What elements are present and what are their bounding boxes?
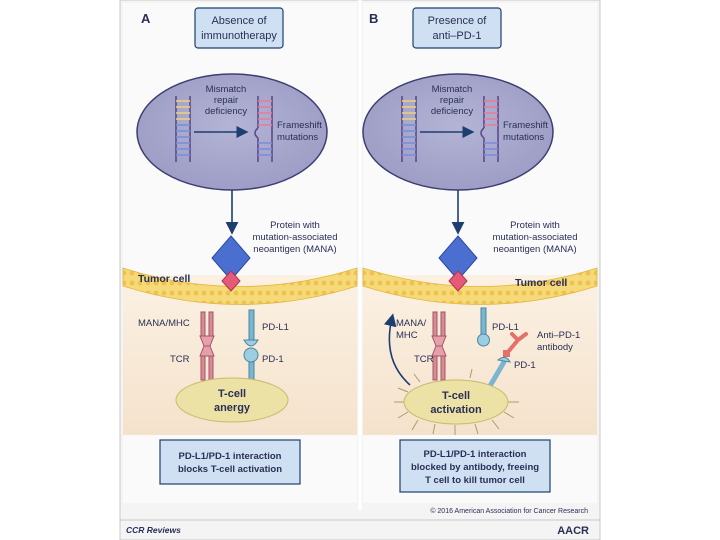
publisher-logo: AACR	[557, 525, 589, 537]
panel-b-protein-line2: mutation-associated	[492, 232, 577, 243]
panel-b-protein-line1: Protein with	[510, 220, 560, 231]
panel-a-frameshift-line1: Frameshift	[277, 120, 322, 131]
panel-a-pd-complex	[243, 309, 259, 381]
panel-a-title-box	[194, 7, 284, 49]
panel-b-pd1-label: PD-1	[514, 360, 536, 371]
panel-a-protein-line2: mutation-associated	[252, 232, 337, 243]
panel-a-dna-ladder-right	[254, 96, 273, 162]
panel-a-letter: A	[141, 11, 151, 26]
panel-a-mana-mhc-label: MANA/MHC	[138, 318, 190, 329]
panel-b-pdl1-label: PD-L1	[492, 322, 519, 333]
panel-b-pd1	[487, 356, 511, 389]
panel-b-antibody	[503, 332, 528, 357]
panel-b-neoantigen-peptide	[448, 270, 468, 292]
journal-name: CCR Reviews	[126, 525, 181, 535]
panel-b-result-line2: blocked by antibody, freeing	[411, 462, 539, 473]
panel-a-pd1-label: PD-1	[262, 354, 284, 365]
panel-b-t-cell-spikes	[394, 368, 519, 435]
panel-b-title-line1: Presence of	[428, 15, 488, 27]
panel-a-result-line2: blocks T-cell activation	[178, 464, 282, 475]
panel-a: A Absence of immunotherapy	[122, 3, 358, 503]
panel-b-frameshift-line1: Frameshift	[503, 120, 548, 131]
panel-b-protein-line3: neoantigen (MANA)	[493, 244, 576, 255]
panel-b: B Presence of anti–PD-1	[362, 3, 598, 503]
panel-b-letter: B	[369, 11, 378, 26]
panel-b-tcell-line2: activation	[430, 404, 482, 416]
panel-a-mmr-line3: deficiency	[205, 106, 247, 117]
panel-b-frameshift-line2: mutations	[503, 132, 544, 143]
panel-b-t-cell	[403, 379, 509, 425]
panel-b-tcell-line1: T-cell	[442, 390, 470, 402]
panel-b-mana-line2: MHC	[396, 330, 418, 341]
panel-a-protein-line3: neoantigen (MANA)	[253, 244, 336, 255]
copyright-text: © 2016 American Association for Cancer R…	[430, 507, 588, 515]
panel-a-title-line1: Absence of	[211, 15, 267, 27]
panel-a-mmr-line1: Mismatch	[206, 84, 247, 95]
panel-a-frameshift-line2: mutations	[277, 132, 318, 143]
panel-b-result-line3: T cell to kill tumor cell	[425, 475, 525, 486]
panel-b-mmr-line3: deficiency	[431, 106, 473, 117]
panel-a-tcell-line1: T-cell	[218, 388, 246, 400]
panel-b-result-line1: PD-L1/PD-1 interaction	[424, 449, 527, 460]
panel-a-tumor-cell-label: Tumor cell	[138, 273, 190, 285]
panel-b-antibody-line2: antibody	[537, 342, 573, 353]
panel-b-tumor-cell-label: Tumor cell	[515, 277, 567, 289]
panel-a-result-box	[159, 439, 301, 485]
panel-a-tcell-line2: anergy	[214, 402, 251, 414]
panel-a-tcr-complex	[199, 311, 215, 381]
panel-b-mmr-line1: Mismatch	[432, 84, 473, 95]
panel-b-tcr-complex	[431, 311, 447, 381]
panel-b-tcr-label: TCR	[414, 354, 434, 365]
panel-b-tumor-membrane	[362, 267, 598, 305]
panel-a-protein-line1: Protein with	[270, 220, 320, 231]
panel-a-tcr-label: TCR	[170, 354, 190, 365]
panel-b-mana-line1: MANA/	[396, 318, 426, 329]
panel-a-t-cell	[175, 377, 289, 423]
panel-b-dna-ladder-right	[480, 96, 499, 162]
panel-b-kill-arrow	[383, 313, 411, 386]
panel-a-title-line2: immunotherapy	[201, 30, 277, 42]
panel-b-title-line2: anti–PD-1	[433, 30, 482, 42]
panel-b-title-box	[412, 7, 502, 49]
panel-b-dna-ladder-left	[401, 96, 417, 162]
panel-a-dna-ladder-left	[175, 96, 191, 162]
panel-a-mmr-line2: repair	[214, 95, 238, 106]
panel-a-result-line1: PD-L1/PD-1 interaction	[179, 451, 282, 462]
panel-b-antibody-line1: Anti–PD-1	[537, 330, 580, 341]
panel-b-result-box	[399, 439, 551, 493]
panel-a-pdl1-label: PD-L1	[262, 322, 289, 333]
panel-b-pdl1	[477, 307, 490, 347]
panel-b-mmr-line2: repair	[440, 95, 464, 106]
panel-a-tumor-membrane	[122, 267, 358, 305]
panel-a-neoantigen-peptide	[221, 270, 241, 292]
